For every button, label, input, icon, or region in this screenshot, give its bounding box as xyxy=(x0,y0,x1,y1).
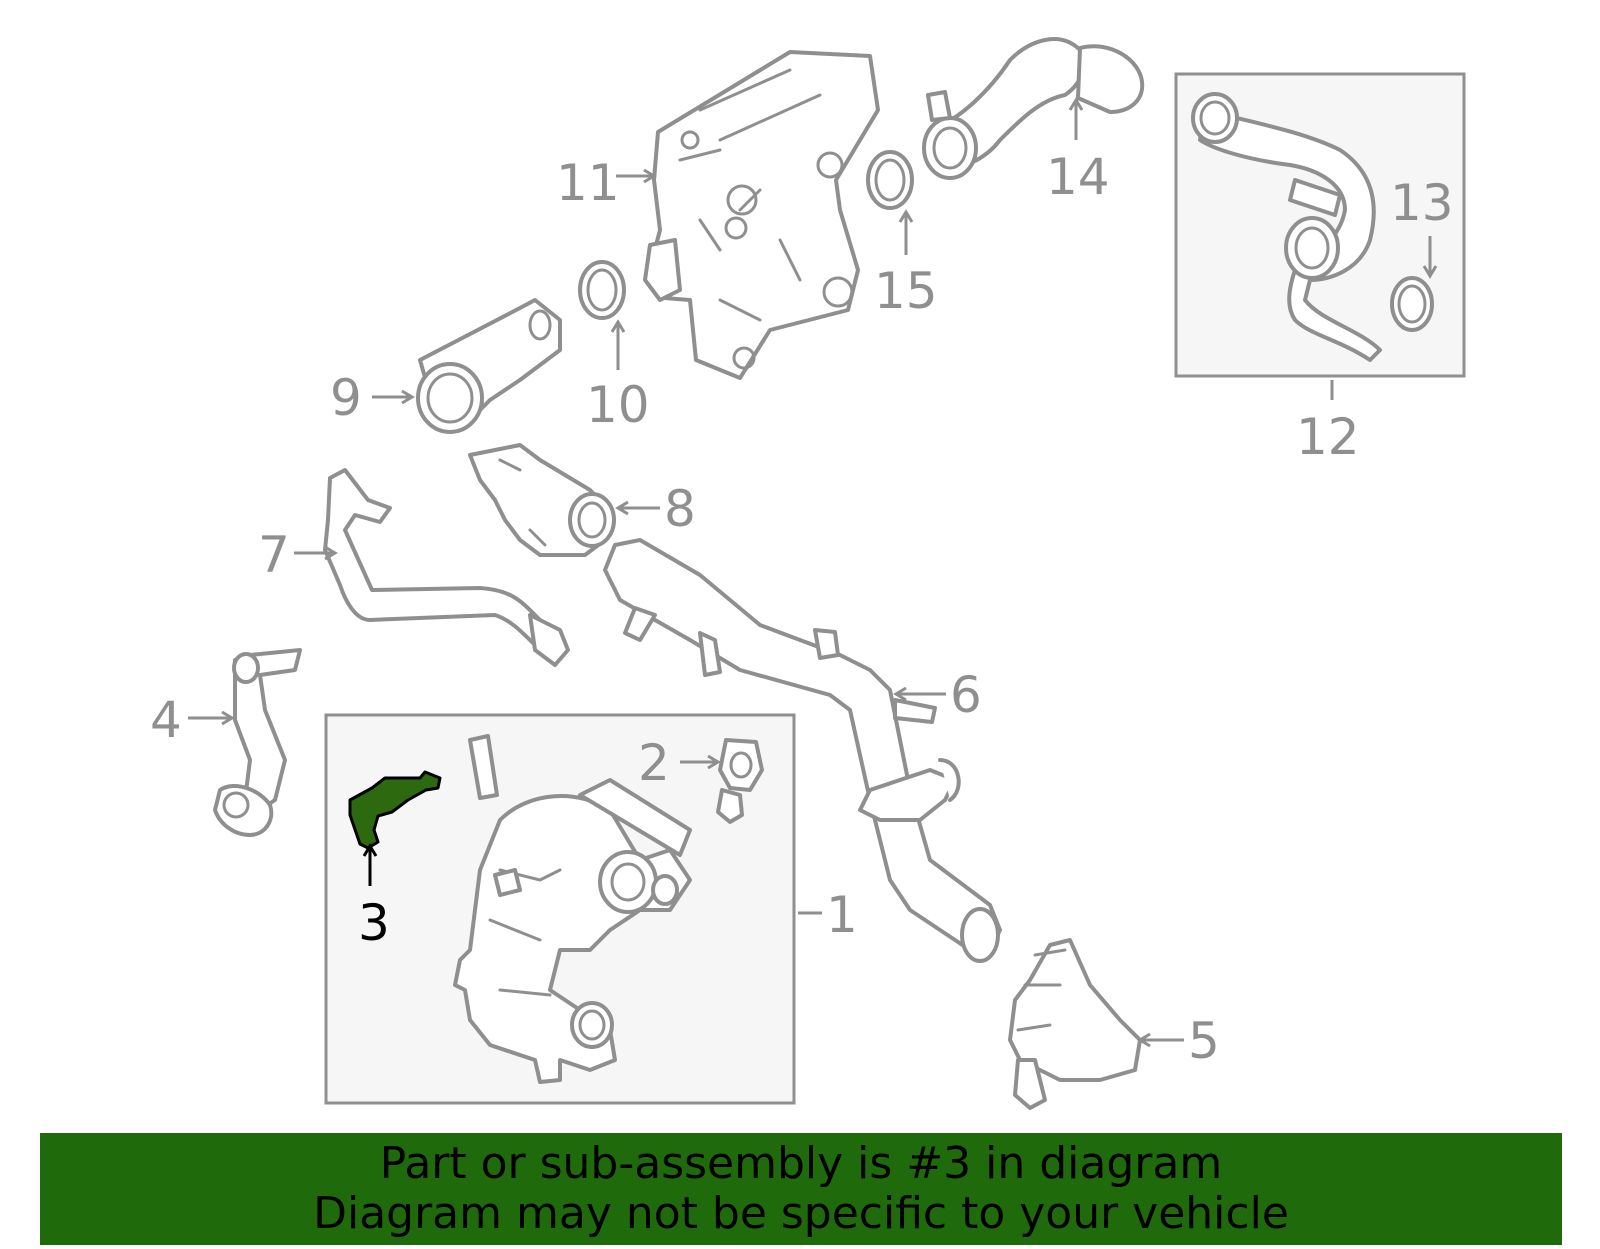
banner-line-1: Part or sub-assembly is #3 in diagram xyxy=(379,1138,1223,1189)
part-6-pipe[interactable] xyxy=(603,538,1002,963)
part-11-housing[interactable] xyxy=(643,50,880,380)
callout-12: 12 xyxy=(1296,408,1360,466)
callout-14: 14 xyxy=(1046,148,1110,206)
part-8-fitting[interactable] xyxy=(468,443,616,557)
callout-7: 7 xyxy=(258,526,290,584)
callout-4: 4 xyxy=(150,691,182,749)
leader-lines xyxy=(188,97,1438,1048)
part-4-hose[interactable] xyxy=(213,648,302,837)
part-3-sensor[interactable] xyxy=(348,770,442,850)
callout-15: 15 xyxy=(874,262,938,320)
part-14-hose[interactable] xyxy=(922,37,1145,180)
banner-line-2: Diagram may not be specific to your vehi… xyxy=(313,1188,1289,1239)
callout-9: 9 xyxy=(330,369,362,427)
part-5-hose[interactable] xyxy=(1008,938,1142,1110)
callout-10: 10 xyxy=(586,376,650,434)
part-7-hose[interactable] xyxy=(323,468,570,667)
part-1-assembly[interactable] xyxy=(453,734,692,1084)
callout-11: 11 xyxy=(556,154,620,212)
info-banner: Part or sub-assembly is #3 in diagram Di… xyxy=(40,1133,1562,1245)
part-10-oring[interactable] xyxy=(578,260,626,320)
callout-1: 1 xyxy=(826,886,858,944)
callout-5: 5 xyxy=(1188,1012,1220,1070)
callout-3: 3 xyxy=(358,894,390,952)
part-9-housing[interactable] xyxy=(416,298,562,434)
part-13-oring[interactable] xyxy=(1390,276,1434,332)
callout-13: 13 xyxy=(1390,174,1454,232)
callout-8: 8 xyxy=(664,480,696,538)
part-15-oring[interactable] xyxy=(866,150,914,210)
callout-6: 6 xyxy=(950,666,982,724)
callout-2: 2 xyxy=(638,734,670,792)
part-2-gasket[interactable] xyxy=(716,738,764,824)
part-12-pipe[interactable] xyxy=(1191,92,1382,362)
